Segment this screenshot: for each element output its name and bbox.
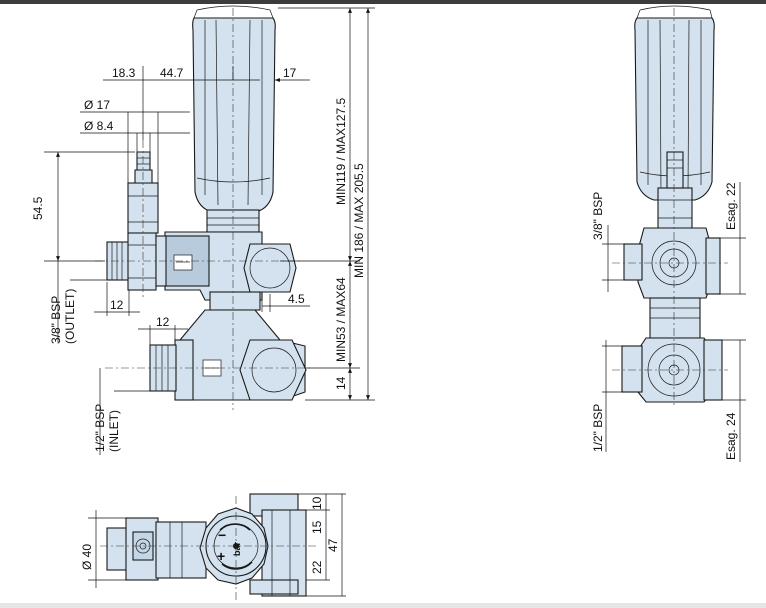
front-view: 18.3 44.7 17 Ø 17 Ø 8.4 54.5 3/8" BSP (O… [31, 5, 375, 455]
dim-14: 14 [334, 376, 348, 390]
side-bsp-1-2: 1/2" BSP [591, 404, 605, 452]
side-knob [634, 17, 715, 201]
knob-minus: − [218, 527, 226, 543]
top-dim-10: 10 [310, 496, 324, 510]
inlet-label: (INLET) [107, 410, 121, 452]
dim-min186-max205-5: MIN 186 / MAX 205.5 [352, 163, 366, 278]
bypass-nipple [136, 151, 151, 171]
inlet-bsp-label: 1/2" BSP [93, 404, 107, 452]
top-dim-22: 22 [310, 560, 324, 574]
diameter-8-4: Ø 8.4 [84, 119, 114, 133]
top-diameter-40: Ø 40 [80, 544, 94, 570]
dim-min53-max64: MIN53 / MAX64 [334, 277, 348, 362]
dim-44-7: 44.7 [160, 66, 184, 80]
top-border-bar [0, 0, 766, 4]
diameter-17: Ø 17 [84, 98, 110, 112]
top-view: − + bar Ø 40 10 15 22 47 [80, 493, 346, 600]
dim-4-5: 4.5 [288, 292, 305, 306]
side-bsp-3-8: 3/8" BSP [591, 192, 605, 240]
bottom-border-bar [0, 603, 766, 608]
outlet-label: (OUTLET) [63, 289, 77, 344]
outlet-bsp-label: 3/8" BSP [49, 296, 63, 344]
hex-nut-lower [239, 339, 307, 401]
side-esag-24: Esag. 24 [724, 412, 738, 460]
dim-12-inlet: 12 [156, 315, 170, 329]
knob-plus: + [217, 548, 225, 564]
dim-min119-max127-5: MIN119 / MAX127.5 [334, 98, 348, 205]
top-dim-15: 15 [310, 520, 324, 534]
dim-12-outlet: 12 [110, 298, 124, 312]
dim-18-3: 18.3 [112, 66, 136, 80]
hex-nut-upper [243, 243, 297, 293]
dim-54-5: 54.5 [31, 196, 45, 220]
side-esag-22: Esag. 22 [724, 182, 738, 230]
inlet-collar [174, 339, 194, 401]
dim-17: 17 [283, 66, 297, 80]
side-view: 3/8" BSP Esag. 22 1/2" BSP Esag. 24 [591, 5, 746, 462]
adjustment-knob [192, 5, 276, 213]
top-dim-47: 47 [326, 538, 340, 552]
